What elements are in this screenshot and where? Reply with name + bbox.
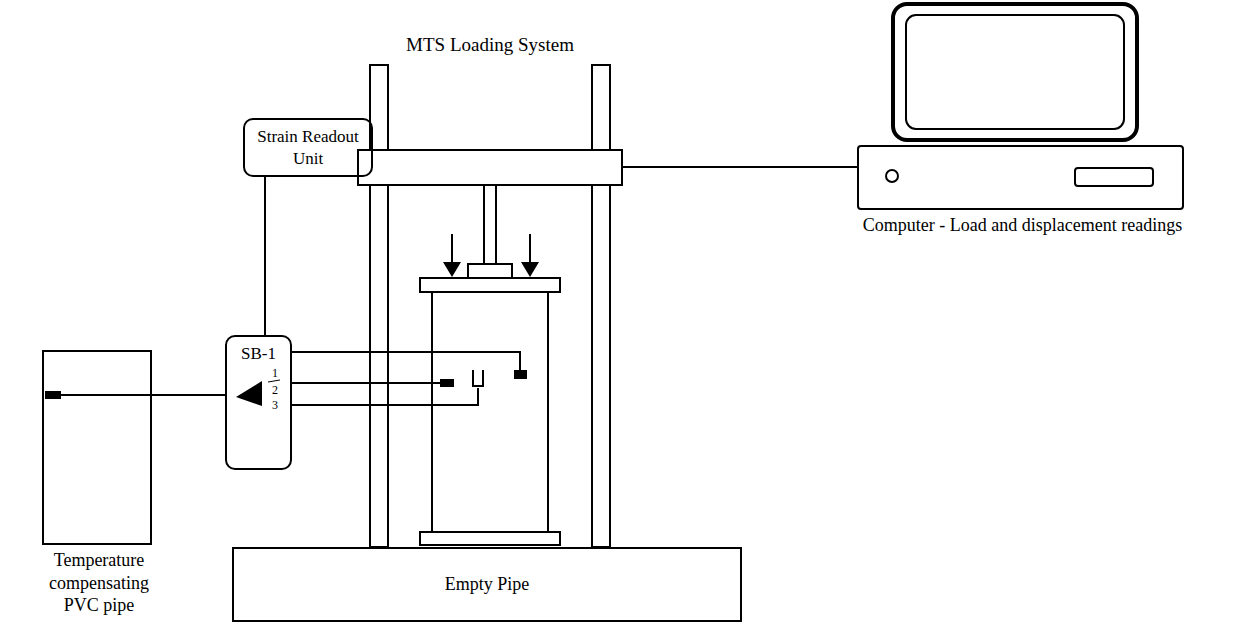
node-text: Temperature compensating PVC pipe bbox=[33, 549, 165, 617]
top-platen bbox=[420, 278, 560, 292]
load-arrow-shaft bbox=[529, 234, 531, 264]
switch-position: 1 bbox=[268, 366, 282, 380]
switch-position: 2 bbox=[268, 383, 282, 397]
gauge-wire bbox=[292, 382, 440, 384]
drive-slot bbox=[1075, 168, 1153, 186]
node-text: Computer - Load and displacement reading… bbox=[833, 214, 1213, 237]
wire-connector bbox=[264, 177, 266, 335]
load-arrow-head bbox=[521, 262, 539, 277]
load-arrow-head bbox=[443, 262, 461, 277]
strain-gauge bbox=[440, 379, 454, 387]
strain-gauge bbox=[514, 370, 527, 379]
load-arrow-shaft bbox=[451, 234, 453, 264]
frame-column bbox=[592, 65, 610, 547]
data-cable bbox=[622, 166, 857, 168]
bottom-platen bbox=[420, 532, 560, 545]
pipe-specimen bbox=[432, 292, 548, 532]
node-text: SB-1 bbox=[241, 343, 276, 364]
fraction-bar bbox=[268, 380, 280, 382]
computer-case: Computer - Load and displacement reading… bbox=[857, 145, 1184, 210]
node-text: Empty Pipe bbox=[445, 573, 530, 596]
node-text: Strain Readout Unit bbox=[251, 126, 365, 169]
strain-gauge bbox=[473, 370, 483, 386]
compensating-gauge bbox=[45, 391, 61, 399]
switch-position: 3 bbox=[268, 398, 282, 412]
gauge-wire bbox=[292, 388, 478, 405]
gauge-wire bbox=[292, 352, 520, 370]
system-title: MTS Loading System bbox=[380, 34, 600, 57]
wire-connector bbox=[152, 394, 225, 396]
monitor-screen bbox=[906, 15, 1124, 129]
gauge-wire bbox=[61, 394, 152, 396]
readout-unit-box: Strain Readout Unit bbox=[243, 118, 373, 177]
switch-symbol bbox=[236, 381, 262, 406]
crosshead bbox=[358, 150, 622, 185]
load-plate bbox=[468, 264, 512, 278]
switch-box: SB-1 bbox=[225, 335, 292, 470]
base-box: Empty Pipe bbox=[232, 547, 742, 622]
loading-rod bbox=[484, 185, 496, 264]
monitor-frame bbox=[893, 4, 1137, 140]
compensating-pipe: Temperature compensating PVC pipe bbox=[42, 350, 152, 545]
power-button bbox=[886, 170, 898, 182]
